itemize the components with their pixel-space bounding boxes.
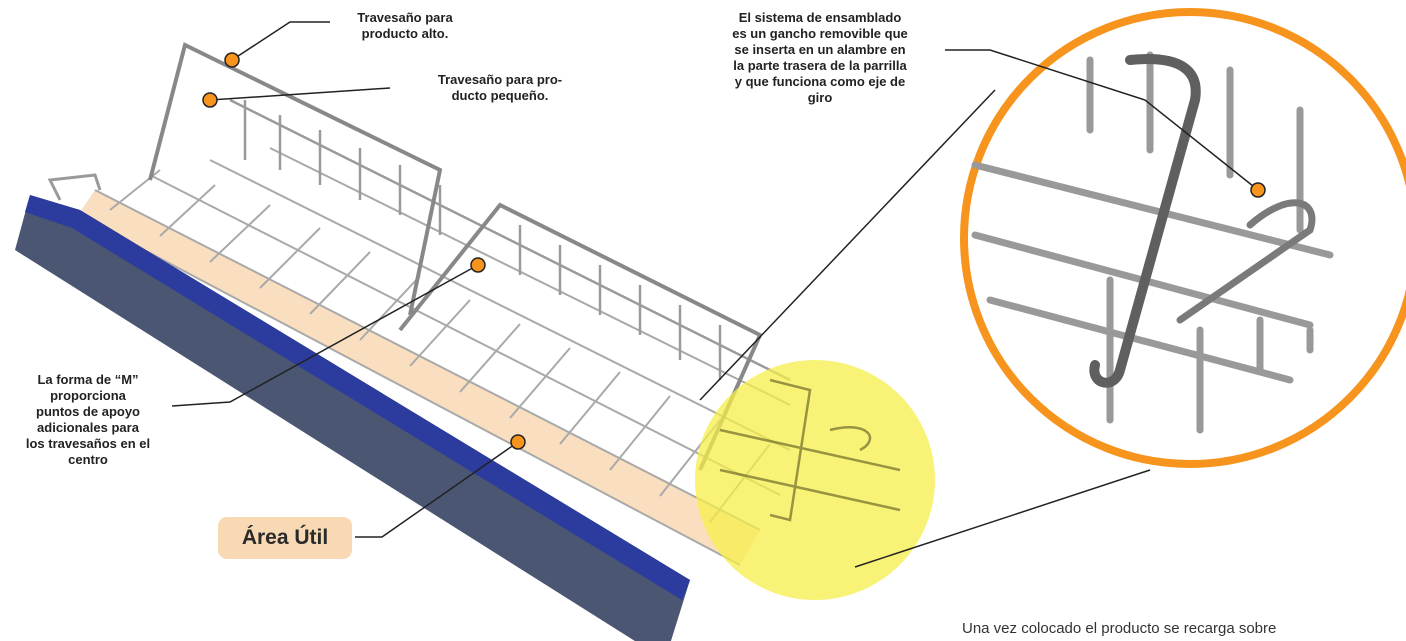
front-price-rail (15, 195, 690, 641)
label-m-shape: La forma de “M”proporciona puntos de apo… (25, 372, 151, 467)
zoom-connector-bottom (854, 469, 1151, 568)
basket-floor-wires (77, 147, 791, 566)
zoom-connector-top (699, 89, 996, 401)
useful-area-region (78, 190, 760, 565)
callout-dot-icon (510, 434, 526, 450)
basket-back-wall (229, 98, 791, 382)
zoom-divider-hook (1089, 54, 1201, 388)
callout-dot-icon (470, 257, 486, 273)
leader-lines (171, 21, 1259, 538)
front-price-rail-edge (25, 195, 690, 600)
area-util-text: Área Útil (241, 526, 329, 549)
zoom-detail-wires (971, 51, 1334, 434)
basket-left-end (47, 173, 102, 201)
callout-dot-icon (224, 52, 240, 68)
zoom-circle-icon (960, 8, 1406, 468)
tall-divider-wire (148, 42, 443, 316)
area-util-label: Área Útil (218, 517, 352, 559)
highlight-detail-wires (719, 378, 901, 522)
callout-dot-icon (202, 92, 218, 108)
label-small-bar: Travesaño para pro-ducto pequeño. (437, 72, 563, 103)
footer-text: Una vez colocado el producto se recarga … (962, 620, 1277, 637)
highlight-circle (695, 360, 935, 600)
callout-dot-icon (1250, 182, 1266, 198)
callout-dots (202, 52, 1266, 450)
zoom-removable-hook (1176, 199, 1316, 324)
